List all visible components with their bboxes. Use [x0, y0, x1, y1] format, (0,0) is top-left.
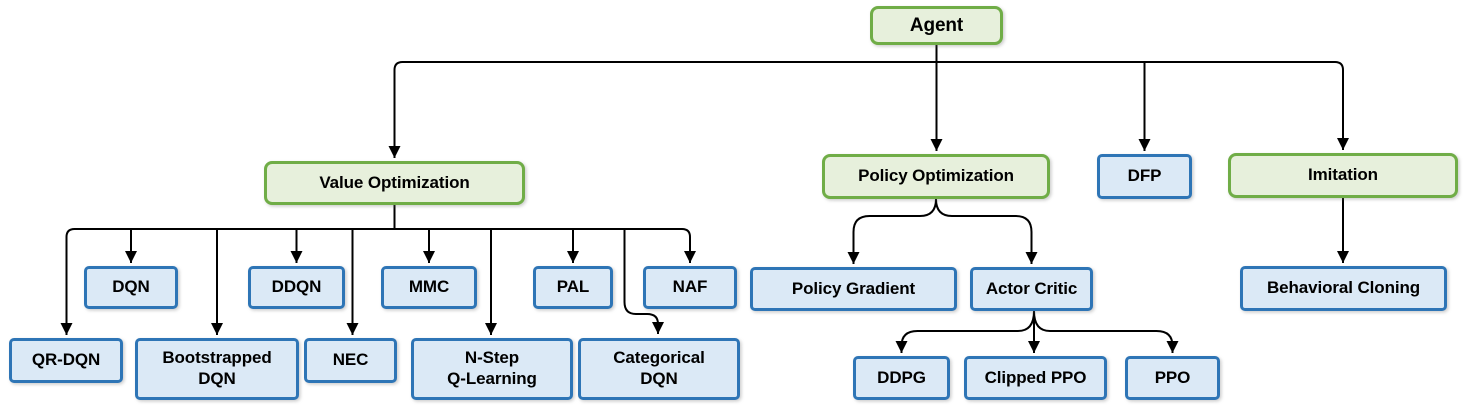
- node-clipped-ppo: Clipped PPO: [964, 356, 1107, 400]
- node-pal: PAL: [533, 266, 613, 309]
- node-nstep-q-learning: N-Step Q-Learning: [411, 338, 573, 400]
- edge-vo-categorical-dqn: [623, 229, 664, 334]
- edge-po-actor-critic: [935, 198, 1038, 264]
- node-actor-critic: Actor Critic: [970, 267, 1093, 311]
- node-bootstrapped-dqn: Bootstrapped DQN: [135, 338, 299, 400]
- edge-ac-ddpg: [895, 310, 1035, 353]
- node-policy-optimization: Policy Optimization: [822, 154, 1050, 199]
- edge-po-policy-gradient: [847, 198, 937, 264]
- edge-ac-ppo: [1033, 310, 1179, 353]
- edge-vo-qr-dqn: [60, 228, 75, 335]
- edge-agent-value-optimization: [388, 61, 403, 158]
- node-behavioral-cloning: Behavioral Cloning: [1240, 266, 1447, 311]
- node-value-optimization: Value Optimization: [264, 161, 525, 205]
- node-categorical-dqn: Categorical DQN: [578, 338, 740, 400]
- node-dqn: DQN: [84, 266, 178, 309]
- node-naf: NAF: [643, 266, 737, 309]
- node-dfp: DFP: [1097, 154, 1192, 199]
- edge-vo-naf: [681, 228, 696, 263]
- node-ddqn: DDQN: [248, 266, 345, 309]
- node-ppo: PPO: [1125, 356, 1220, 400]
- node-imitation: Imitation: [1228, 153, 1458, 198]
- node-mmc: MMC: [381, 266, 477, 309]
- node-ddpg: DDPG: [853, 356, 950, 400]
- node-qr-dqn: QR-DQN: [9, 338, 123, 383]
- node-nec: NEC: [304, 338, 397, 383]
- node-policy-gradient: Policy Gradient: [750, 267, 957, 311]
- node-agent: Agent: [870, 6, 1003, 45]
- edge-agent-imitation: [1334, 61, 1349, 150]
